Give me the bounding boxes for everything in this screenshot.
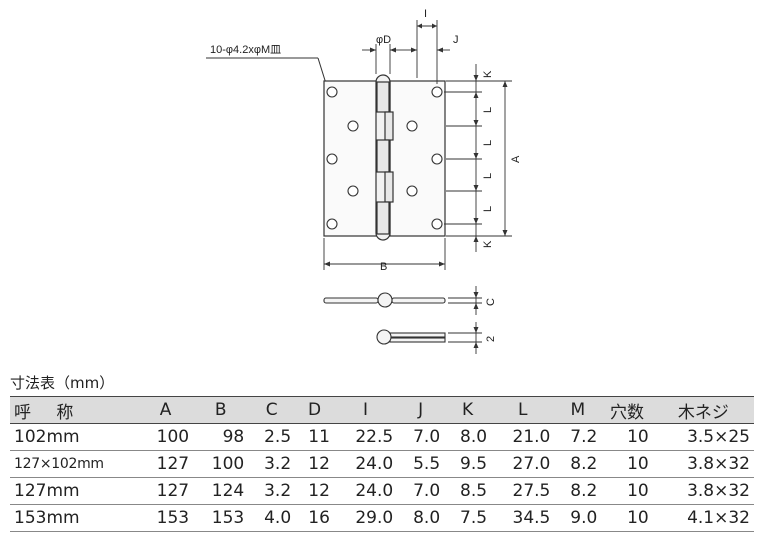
table-row: 153mm 153 153 4.0 16 29.0 8.0 7.5 34.5 9… <box>10 504 754 532</box>
dim-l-1: L <box>482 107 494 113</box>
cell-k: 9.5 <box>444 450 492 478</box>
cell-j: 7.0 <box>397 477 445 505</box>
cell-j: 7.0 <box>397 423 445 451</box>
header-b: B <box>193 396 249 424</box>
dim-i: I <box>424 8 427 20</box>
side-dimension-2 <box>448 322 482 354</box>
dimension-table: 呼 称 A B C D I J K L M 穴数 木ネジ 102mm 100 9… <box>10 396 754 532</box>
cell-k: 8.0 <box>444 423 492 451</box>
dim-a: A <box>510 155 522 163</box>
dim-l-3: L <box>482 173 494 179</box>
hole-note-leader <box>206 57 329 91</box>
hinge-bottom-view <box>376 329 446 345</box>
cell-a: 100 <box>138 423 194 451</box>
table-row: 102mm 100 98 2.5 11 22.5 7.0 8.0 21.0 7.… <box>10 423 754 451</box>
dim-2: 2 <box>485 336 497 342</box>
hinge-knuckles <box>376 81 394 235</box>
cell-j: 5.5 <box>397 450 445 478</box>
cell-wood-screw: 3.8×32 <box>652 477 754 505</box>
header-l: L <box>491 396 555 424</box>
side-dimension-c <box>448 286 482 315</box>
cell-name: 102mm <box>10 423 138 451</box>
cell-c: 4.0 <box>248 504 296 532</box>
dim-j: J <box>453 34 459 46</box>
cell-b: 98 <box>193 423 249 451</box>
header-k: K <box>444 396 492 424</box>
cell-i: 22.5 <box>333 423 398 451</box>
bottom-dimension <box>323 238 446 270</box>
cell-c: 3.2 <box>248 477 296 505</box>
header-holes: 穴数 <box>601 396 653 424</box>
right-dimensions <box>444 64 512 252</box>
cell-wood-screw: 3.5×25 <box>652 423 754 451</box>
table-title: 寸法表（mm） <box>10 374 115 392</box>
cell-holes: 10 <box>601 450 653 478</box>
right-arrows <box>473 75 508 242</box>
cell-i: 24.0 <box>333 450 398 478</box>
table-header-row: 呼 称 A B C D I J K L M 穴数 木ネジ <box>10 396 754 424</box>
header-a: A <box>138 396 194 424</box>
dim-l-2: L <box>482 140 494 146</box>
cell-c: 2.5 <box>248 423 296 451</box>
hinge-side-view <box>323 292 446 308</box>
screw-holes <box>326 86 443 230</box>
cell-holes: 10 <box>601 477 653 505</box>
cell-wood-screw: 4.1×32 <box>652 504 754 532</box>
cell-d: 11 <box>295 423 334 451</box>
top-arrows <box>370 23 443 53</box>
side-c-arrows <box>473 292 479 309</box>
cell-l: 27.0 <box>491 450 555 478</box>
cell-b: 100 <box>193 450 249 478</box>
dim-phi-d: φD <box>376 34 391 46</box>
header-name: 呼 称 <box>10 396 138 424</box>
cell-l: 27.5 <box>491 477 555 505</box>
cell-m: 8.2 <box>554 450 602 478</box>
cell-name: 127×102mm <box>10 450 138 478</box>
dim-k-bottom: K <box>482 240 494 248</box>
cell-l: 34.5 <box>491 504 555 532</box>
table-row: 127mm 127 124 3.2 12 24.0 7.0 8.5 27.5 8… <box>10 477 754 505</box>
side-2-arrows <box>473 327 479 348</box>
header-m: M <box>554 396 602 424</box>
cell-d: 12 <box>295 450 334 478</box>
cell-c: 3.2 <box>248 450 296 478</box>
cell-m: 7.2 <box>554 423 602 451</box>
dim-c: C <box>485 298 497 306</box>
header-j: J <box>397 396 445 424</box>
cell-j: 8.0 <box>397 504 445 532</box>
cell-name: 153mm <box>10 504 138 532</box>
header-wood-screw: 木ネジ <box>652 396 754 424</box>
cell-b: 124 <box>193 477 249 505</box>
dim-b: B <box>380 261 387 273</box>
dim-k-top: K <box>482 70 494 78</box>
cell-d: 12 <box>295 477 334 505</box>
top-dimensions <box>362 20 450 84</box>
cell-i: 24.0 <box>333 477 398 505</box>
cell-holes: 10 <box>601 423 653 451</box>
cell-a: 127 <box>138 477 194 505</box>
cell-a: 153 <box>138 504 194 532</box>
header-i: I <box>333 396 398 424</box>
cell-m: 9.0 <box>554 504 602 532</box>
cell-d: 16 <box>295 504 334 532</box>
hole-note: 10-φ4.2xφM皿 <box>210 44 281 56</box>
header-d: D <box>295 396 334 424</box>
cell-wood-screw: 3.8×32 <box>652 450 754 478</box>
cell-a: 127 <box>138 450 194 478</box>
cell-name: 127mm <box>10 477 138 505</box>
table-row: 127×102mm 127 100 3.2 12 24.0 5.5 9.5 27… <box>10 450 754 478</box>
cell-b: 153 <box>193 504 249 532</box>
hinge-drawing: 10-φ4.2xφM皿 <box>206 8 522 354</box>
cell-k: 7.5 <box>444 504 492 532</box>
cell-holes: 10 <box>601 504 653 532</box>
cell-k: 8.5 <box>444 477 492 505</box>
cell-l: 21.0 <box>491 423 555 451</box>
cell-i: 29.0 <box>333 504 398 532</box>
dim-l-4: L <box>482 206 494 212</box>
bottom-arrows <box>324 261 445 267</box>
cell-m: 8.2 <box>554 477 602 505</box>
header-c: C <box>248 396 296 424</box>
